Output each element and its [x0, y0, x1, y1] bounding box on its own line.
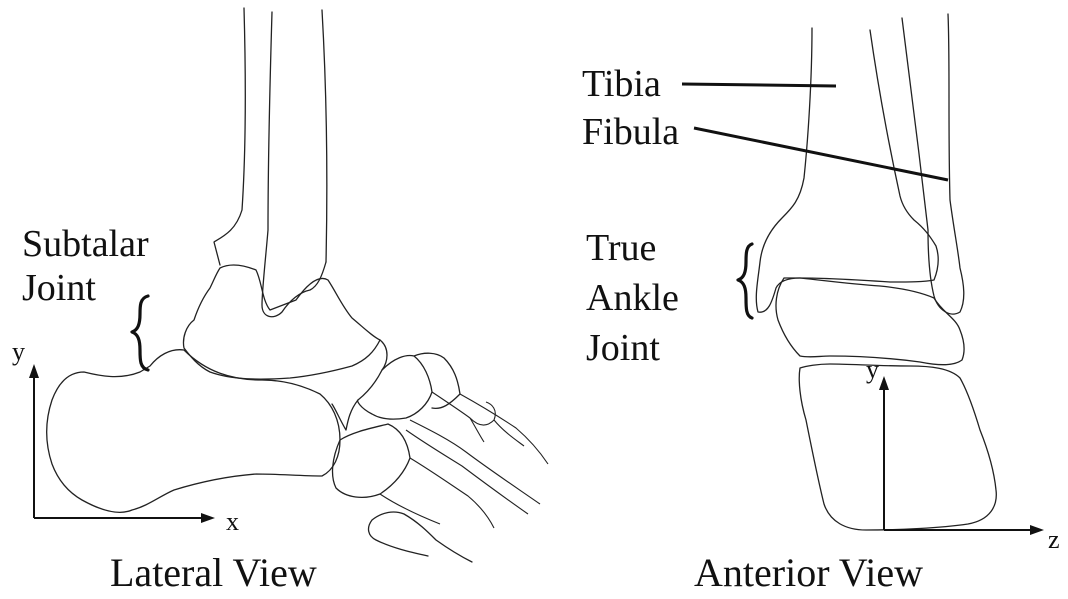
- lateral-axes: [29, 364, 215, 523]
- anterior-view-caption: Anterior View: [694, 550, 923, 594]
- lateral-axis-y-label: y: [12, 337, 25, 366]
- fibula-label: Fibula: [582, 111, 679, 153]
- ankle-joint-brace: [738, 244, 752, 318]
- ankle-label-line3: Joint: [586, 327, 660, 369]
- ankle-label-line2: Ankle: [586, 277, 679, 319]
- lateral-cuneiforms: [358, 353, 460, 419]
- lateral-talus: [183, 265, 380, 379]
- subtalar-label-line2: Joint: [22, 267, 96, 309]
- anterior-axes: [879, 376, 1044, 535]
- lateral-phalange: [369, 512, 472, 562]
- subtalar-joint-brace: [132, 296, 148, 370]
- anterior-axis-y-label: y: [866, 355, 879, 384]
- lateral-leg-bones: [214, 8, 327, 317]
- anterior-axis-z-label: z: [1048, 525, 1060, 554]
- anterior-fibula: [902, 14, 964, 314]
- fibula-leader-line: [694, 128, 948, 180]
- tibia-label: Tibia: [582, 63, 661, 105]
- subtalar-label-line1: Subtalar: [22, 223, 149, 265]
- lateral-cuboid: [333, 424, 410, 497]
- anterior-view: y z Tibia Fibula True Ankle Joint Anteri…: [582, 14, 1060, 594]
- lateral-metatarsals: [380, 392, 548, 528]
- lateral-view-caption: Lateral View: [110, 550, 317, 594]
- anterior-calcaneus: [799, 364, 996, 530]
- anterior-talus: [776, 278, 964, 365]
- lateral-axis-x-label: x: [226, 507, 239, 536]
- anterior-tibia: [756, 28, 938, 312]
- lateral-calcaneus: [47, 350, 340, 513]
- tibia-leader-line: [682, 84, 836, 86]
- lateral-view: y x Subtalar Joint Lateral View: [12, 8, 548, 594]
- ankle-label-line1: True: [586, 227, 656, 269]
